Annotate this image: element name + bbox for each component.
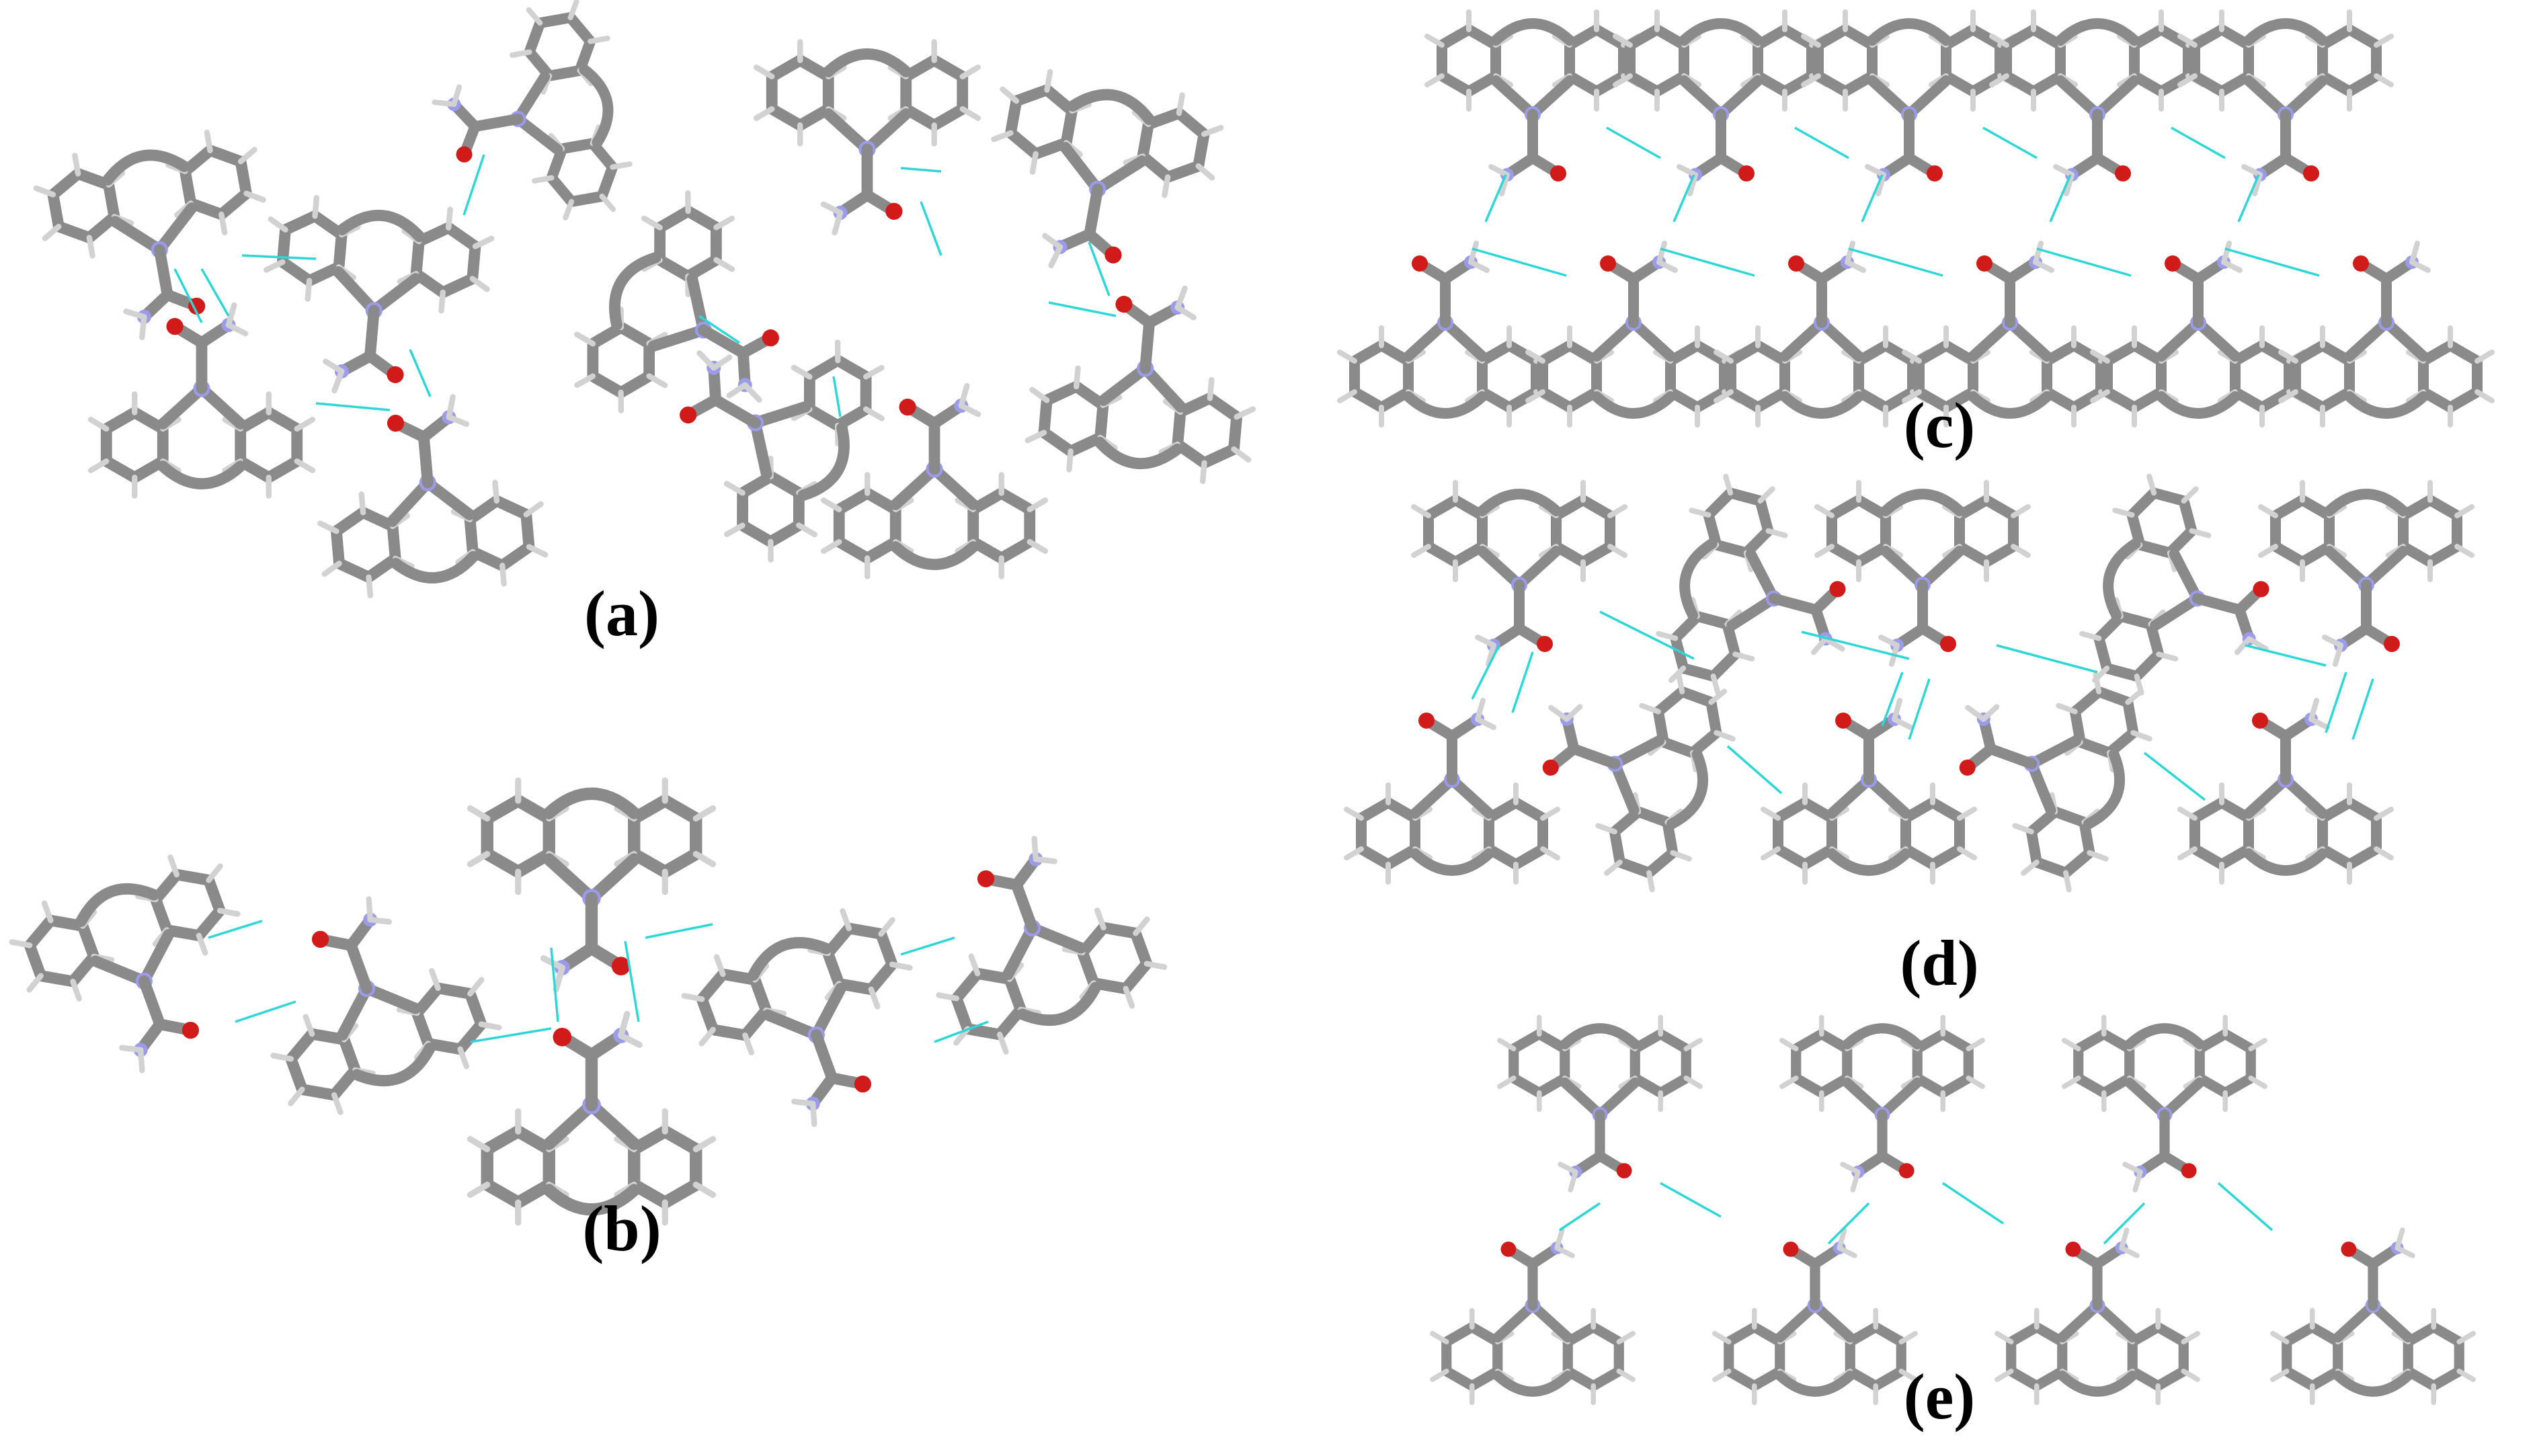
panel-e xyxy=(1433,1018,2473,1403)
panel-b xyxy=(3,780,1173,1223)
molecule xyxy=(1414,483,1625,664)
molecule xyxy=(1997,1230,2198,1402)
molecule xyxy=(628,285,903,572)
molecule xyxy=(1804,12,2015,194)
molecule xyxy=(676,896,949,1151)
molecule xyxy=(1615,12,1826,194)
molecule xyxy=(1528,243,1739,425)
panel-label-a: (a) xyxy=(584,577,659,649)
molecule xyxy=(1782,1018,1982,1190)
molecule xyxy=(2261,483,2472,664)
hydrogen-bonds xyxy=(1471,610,2374,801)
molecule xyxy=(421,0,637,237)
molecule xyxy=(1715,1230,1915,1402)
panel-a xyxy=(32,0,1262,600)
hydrogen-bonds xyxy=(173,154,1117,417)
molecule xyxy=(1992,12,2203,194)
panel-label-d: (d) xyxy=(1900,927,1978,999)
molecule xyxy=(756,42,978,233)
molecule xyxy=(1817,483,2028,664)
hydrogen-bonds xyxy=(1559,1182,2273,1245)
molecule xyxy=(899,812,1173,1067)
molecule xyxy=(2180,12,2391,194)
molecule xyxy=(3,842,277,1097)
molecule xyxy=(470,780,713,989)
molecule xyxy=(2273,1230,2473,1402)
molecule xyxy=(2064,1018,2265,1190)
molecule xyxy=(1433,1230,1633,1402)
molecule xyxy=(470,1014,713,1223)
molecule xyxy=(974,65,1225,290)
molecule xyxy=(2180,700,2391,882)
molecule xyxy=(2281,243,2492,425)
molecule xyxy=(32,125,283,351)
hydrogen-bonds xyxy=(208,920,989,1043)
molecule xyxy=(234,873,508,1127)
molecule xyxy=(1763,700,1974,882)
panel-label-b: (b) xyxy=(582,1192,661,1264)
hydrogen-bonds xyxy=(1472,126,2320,277)
molecule xyxy=(555,180,831,467)
molecule xyxy=(1026,276,1263,485)
molecule xyxy=(91,305,313,495)
panel-label-e: (e) xyxy=(1904,1361,1976,1432)
molecule xyxy=(1427,12,1638,194)
molecule xyxy=(1500,1018,1700,1190)
molecule xyxy=(310,390,547,599)
panel-d xyxy=(1346,470,2472,897)
molecule xyxy=(2093,243,2304,425)
molecule xyxy=(1716,243,1927,425)
molecule xyxy=(1346,700,1558,882)
panel-c xyxy=(1340,12,2492,425)
molecule xyxy=(1340,243,1551,425)
panel-label-c: (c) xyxy=(1904,389,1976,461)
molecule xyxy=(256,194,493,403)
